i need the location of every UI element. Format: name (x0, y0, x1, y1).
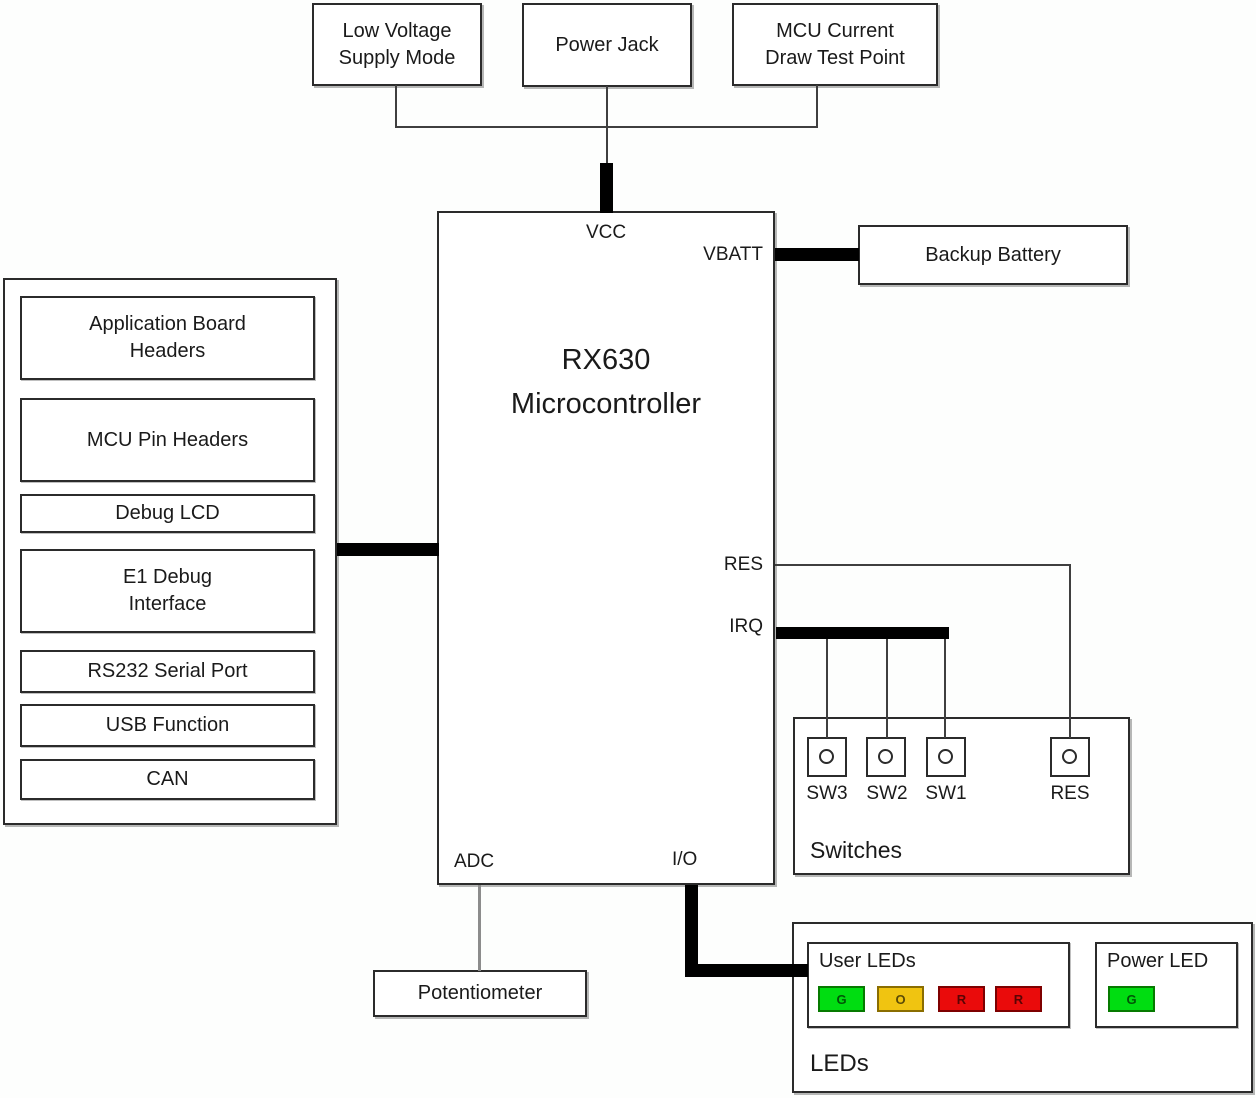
user-led-orange: O (877, 986, 924, 1012)
switch-sw2-label: SW2 (866, 783, 908, 804)
rs232-serial-port-label: RS232 Serial Port (87, 660, 248, 682)
switch-res-button-icon[interactable] (1062, 749, 1077, 764)
rx630-microcontroller-box: VCC VBATT RX630 Microcontroller RES IRQ … (437, 211, 775, 885)
power-jack-label: Power Jack (555, 33, 659, 56)
mcu-title: RX630 Microcontroller (510, 344, 702, 420)
wire-vbatt-thick (775, 248, 859, 261)
potentiometer-box: Potentiometer (373, 970, 587, 1017)
e1-debug-interface-label: E1 Debug Interface (123, 566, 212, 615)
user-led-red-1: R (938, 986, 985, 1012)
wire-res-horizontal (775, 564, 1071, 566)
pin-label-adc: ADC (454, 851, 495, 872)
debug-lcd-box: Debug LCD (20, 494, 315, 533)
power-led-box: Power LED G (1095, 942, 1238, 1028)
application-board-headers-label: Application Board Headers (89, 313, 246, 362)
can-label: CAN (146, 768, 189, 790)
backup-battery-label: Backup Battery (925, 243, 1061, 266)
switches-title: Switches (810, 837, 903, 863)
switch-sw3[interactable] (807, 737, 847, 777)
wire-power-jack-down (606, 86, 608, 164)
wire-peripherals-thick (337, 543, 439, 556)
wire-res-vertical (1069, 564, 1071, 738)
switch-sw3-label: SW3 (806, 783, 848, 804)
user-leds-box: User LEDs G O R R (807, 942, 1070, 1028)
switch-sw2-button-icon[interactable] (878, 749, 893, 764)
debug-lcd-label: Debug LCD (115, 502, 220, 524)
wire-irq-thick (776, 627, 949, 639)
switch-sw2[interactable] (866, 737, 906, 777)
switch-sw3-button-icon[interactable] (819, 749, 834, 764)
wire-vcc-thick (600, 163, 613, 213)
backup-battery-box: Backup Battery (858, 225, 1128, 285)
pin-label-vcc: VCC (585, 222, 627, 243)
potentiometer-label: Potentiometer (417, 982, 543, 1004)
low-voltage-supply-mode-box: Low Voltage Supply Mode (312, 3, 482, 86)
pin-label-vbatt: VBATT (703, 244, 763, 265)
switch-sw1-button-icon[interactable] (938, 749, 953, 764)
wire-io-vertical (685, 885, 698, 977)
mcu-pin-headers-label: MCU Pin Headers (86, 428, 249, 451)
switch-sw1-label: SW1 (925, 783, 967, 804)
wire-sw3-drop (826, 639, 828, 738)
wire-low-voltage-down (395, 85, 397, 128)
usb-function-label: USB Function (105, 714, 230, 736)
wire-io-horizontal (685, 964, 808, 977)
peripherals-panel: Application Board Headers MCU Pin Header… (3, 278, 337, 825)
leds-title: LEDs (810, 1050, 869, 1077)
leds-box: User LEDs G O R R Power LED G LEDs (792, 922, 1253, 1093)
pin-label-io: I/O (672, 849, 698, 870)
wire-sw1-drop (944, 639, 946, 738)
wire-mcu-current-down (816, 85, 818, 128)
can-box: CAN (20, 759, 315, 800)
low-voltage-supply-mode-label: Low Voltage Supply Mode (338, 19, 456, 69)
wire-adc (478, 885, 481, 971)
mcu-current-draw-test-point-label: MCU Current Draw Test Point (765, 19, 905, 69)
rs232-serial-port-box: RS232 Serial Port (20, 650, 315, 693)
power-jack-box: Power Jack (522, 3, 692, 87)
e1-debug-interface-box: E1 Debug Interface (20, 549, 315, 633)
user-led-green: G (818, 986, 865, 1012)
user-leds-title: User LEDs (819, 950, 916, 972)
usb-function-box: USB Function (20, 704, 315, 747)
mcu-pin-headers-box: MCU Pin Headers (20, 398, 315, 482)
switch-sw1[interactable] (926, 737, 966, 777)
power-led-title: Power LED (1107, 950, 1209, 972)
power-led-green: G (1108, 986, 1155, 1012)
pin-label-res: RES (723, 554, 763, 575)
switch-res-label: RES (1050, 783, 1090, 804)
user-led-red-2: R (995, 986, 1042, 1012)
switches-box: SW3 SW2 SW1 RES Switches (793, 717, 1130, 875)
switch-res[interactable] (1050, 737, 1090, 777)
application-board-headers-box: Application Board Headers (20, 296, 315, 380)
mcu-current-draw-test-point-box: MCU Current Draw Test Point (732, 3, 938, 86)
wire-sw2-drop (886, 639, 888, 738)
pin-label-irq: IRQ (729, 616, 763, 637)
